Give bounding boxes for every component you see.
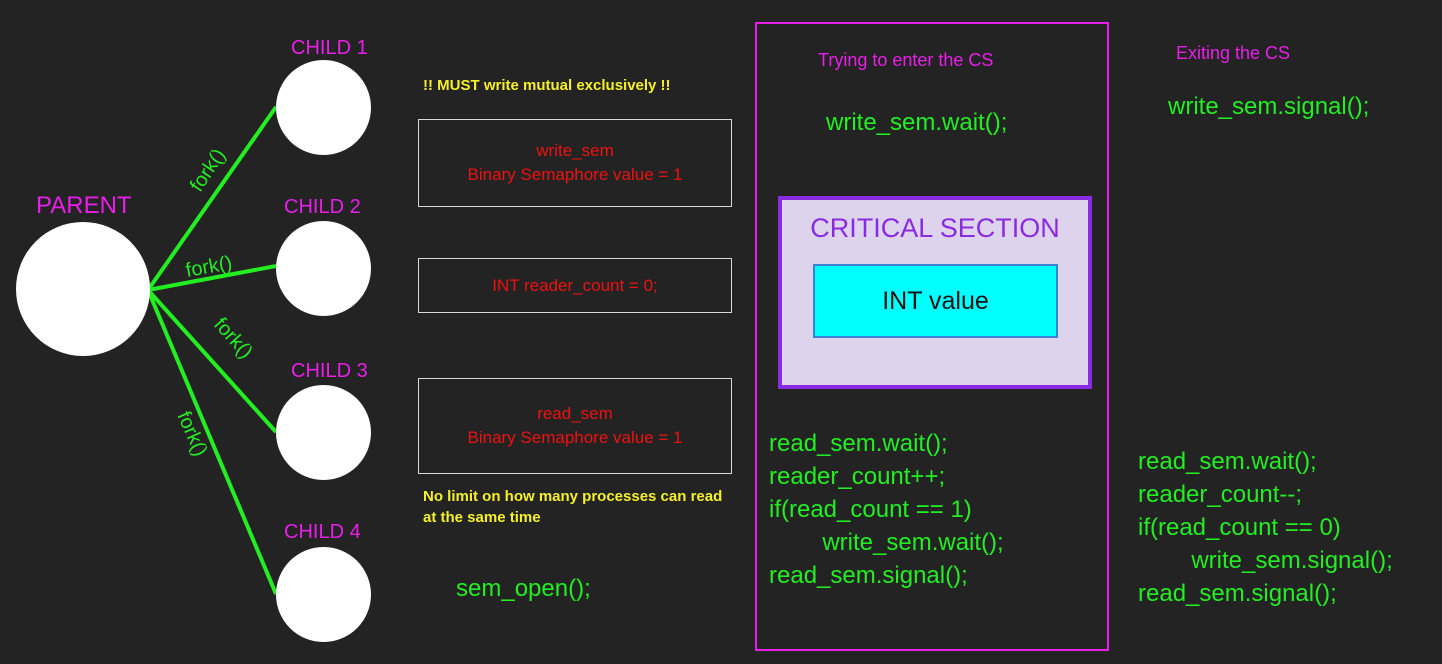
child-2-node <box>276 221 371 316</box>
int-value-box: INT value <box>813 264 1058 338</box>
entry-panel <box>755 22 1109 651</box>
sem-open-call: sem_open(); <box>456 575 591 602</box>
edge-label-3: fork() <box>209 314 257 363</box>
reader-count-box: INT reader_count = 0; <box>418 258 732 313</box>
entry-heading: Trying to enter the CS <box>818 50 994 70</box>
child-4-node <box>276 547 371 642</box>
edge-label-4: fork() <box>172 408 211 460</box>
edge-child-1 <box>146 105 278 292</box>
entry-code-line-2: reader_count++; <box>769 463 946 490</box>
exit-code-line-3: if(read_count == 0) <box>1138 514 1341 541</box>
parent-node <box>16 222 150 356</box>
edge-child-4 <box>146 289 278 595</box>
entry-reader-code: read_sem.wait(); reader_count++; if(read… <box>769 427 1004 592</box>
child-1-label: CHILD 1 <box>291 37 368 59</box>
entry-write-wait: write_sem.wait(); <box>826 109 1008 136</box>
entry-code-line-1: read_sem.wait(); <box>769 430 948 457</box>
exit-write-signal: write_sem.signal(); <box>1168 93 1370 120</box>
critical-section: CRITICAL SECTION INT value <box>778 196 1092 389</box>
reader-count-decl: INT reader_count = 0; <box>492 275 658 295</box>
write-exclusive-note: !! MUST write mutual exclusively !! <box>423 77 671 94</box>
child-1-node <box>276 60 371 155</box>
edge-label-2: fork() <box>184 252 234 282</box>
exit-code-line-1: read_sem.wait(); <box>1138 448 1317 475</box>
child-3-node <box>276 385 371 480</box>
exit-reader-code: read_sem.wait(); reader_count--; if(read… <box>1138 445 1393 610</box>
exit-code-line-5: read_sem.signal(); <box>1138 580 1337 607</box>
read-limit-note: No limit on how many processes can read … <box>423 488 723 526</box>
exit-heading: Exiting the CS <box>1176 43 1291 63</box>
edge-child-3 <box>146 288 278 434</box>
int-value-label: INT value <box>882 286 989 315</box>
child-4-label: CHILD 4 <box>284 521 361 543</box>
edge-label-1: fork() <box>186 145 230 196</box>
write-sem-box: write_sem Binary Semaphore value = 1 <box>418 119 732 207</box>
critical-section-title: CRITICAL SECTION <box>810 213 1060 243</box>
write-sem-value: Binary Semaphore value = 1 <box>467 165 683 184</box>
read-sem-value: Binary Semaphore value = 1 <box>467 428 683 447</box>
read-sem-name: read_sem <box>537 404 613 423</box>
exit-code-line-2: reader_count--; <box>1138 481 1303 508</box>
child-3-label: CHILD 3 <box>291 360 368 382</box>
entry-code-line-4: write_sem.wait(); <box>769 529 1004 556</box>
edge-child-2 <box>147 264 277 292</box>
child-2-label: CHILD 2 <box>284 196 361 218</box>
write-sem-name: write_sem <box>536 141 614 160</box>
exit-code-line-4: write_sem.signal(); <box>1138 547 1393 574</box>
parent-label: PARENT <box>36 192 132 219</box>
read-sem-box: read_sem Binary Semaphore value = 1 <box>418 378 732 474</box>
entry-code-line-3: if(read_count == 1) <box>769 496 972 523</box>
entry-code-line-5: read_sem.signal(); <box>769 562 968 589</box>
